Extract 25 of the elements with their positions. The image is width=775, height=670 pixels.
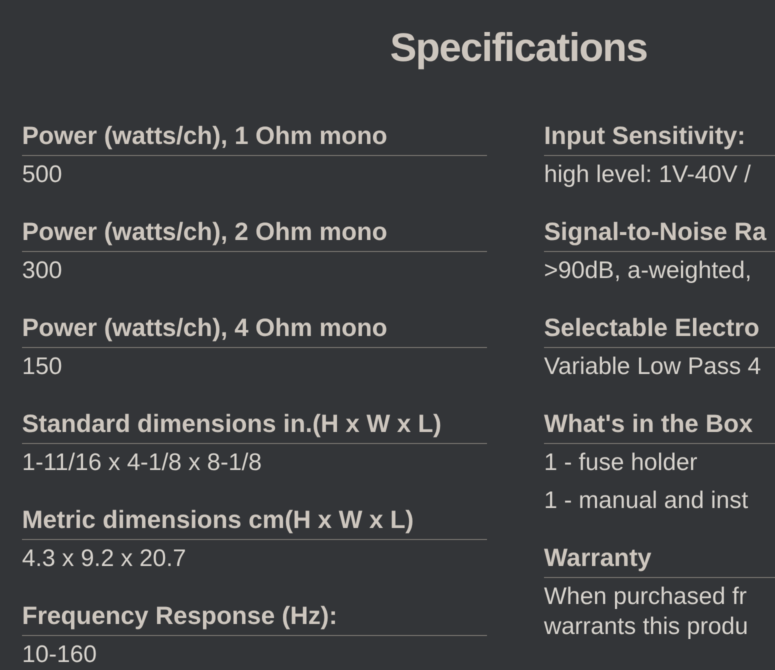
spec-heading: Frequency Response (Hz):: [22, 604, 487, 636]
spec-value: 300: [22, 259, 62, 283]
spec-value: 150: [22, 355, 62, 379]
spec-heading: What's in the Box: [544, 412, 775, 444]
spec-value: When purchased fr: [544, 585, 747, 609]
spec-value: 4.3 x 9.2 x 20.7: [22, 547, 186, 571]
spec-heading: Power (watts/ch), 1 Ohm mono: [22, 124, 487, 156]
spec-value: >90dB, a-weighted,: [544, 259, 752, 283]
spec-heading: Selectable Electro: [544, 316, 775, 348]
spec-heading: Metric dimensions cm(H x W x L): [22, 508, 487, 540]
spec-value: 1 - fuse holder: [544, 451, 698, 475]
spec-value: 10-160: [22, 643, 97, 667]
spec-value: 1-11/16 x 4-1/8 x 8-1/8: [22, 451, 262, 475]
spec-value: Variable Low Pass 4: [544, 355, 762, 379]
spec-value: warrants this produ: [544, 615, 748, 639]
spec-value: 500: [22, 163, 62, 187]
spec-heading: Power (watts/ch), 2 Ohm mono: [22, 220, 487, 252]
page-title: Specifications: [390, 28, 648, 68]
spec-heading: Warranty: [544, 546, 775, 578]
spec-heading: Input Sensitivity:: [544, 124, 775, 156]
spec-heading: Signal-to-Noise Ra: [544, 220, 775, 252]
spec-heading: Standard dimensions in.(H x W x L): [22, 412, 487, 444]
spec-value: 1 - manual and inst: [544, 489, 748, 513]
spec-value: high level: 1V-40V /: [544, 163, 751, 187]
spec-heading: Power (watts/ch), 4 Ohm mono: [22, 316, 487, 348]
